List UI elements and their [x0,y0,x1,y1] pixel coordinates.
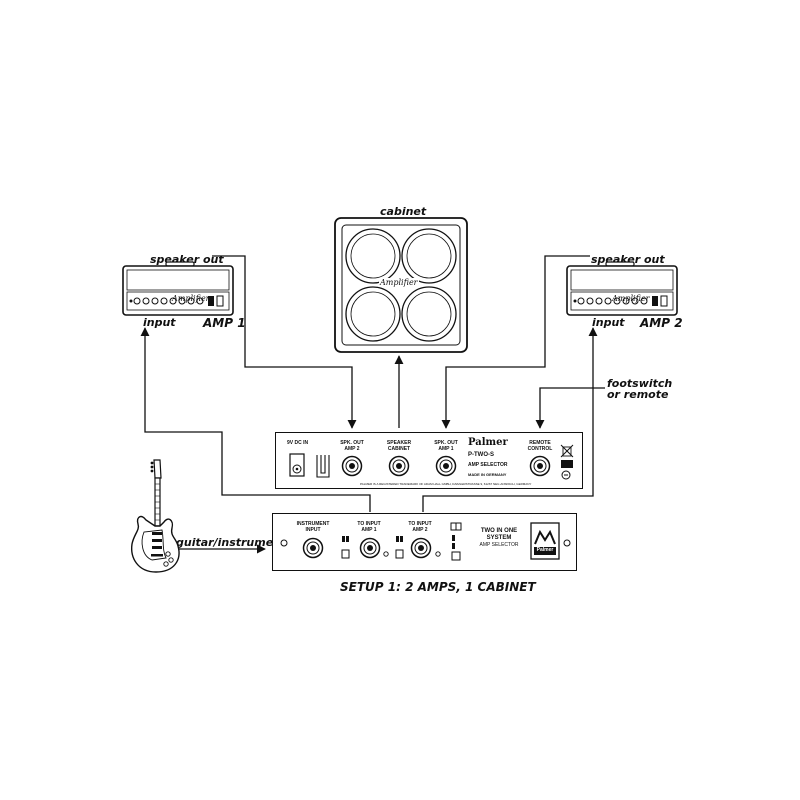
amp1-label: AMP 1 [203,316,246,330]
amp1-brand-script: Amplifier [172,294,210,303]
remote-control-jack[interactable] [529,455,551,477]
rear-subtitle: AMP SELECTOR [468,462,508,468]
spk-out-amp2-label-l2: AMP 2 [344,446,360,452]
ground-lift-switch-amp1[interactable] [341,535,351,561]
instrument-input-label-l1: INSTRUMENT [296,521,330,527]
to-input-amp2-jack[interactable] [410,537,432,559]
amp-select-switch[interactable] [449,522,463,562]
setup-caption: SETUP 1: 2 AMPS, 1 CABINET [340,580,536,594]
spk-out-amp2-jack[interactable] [341,455,363,477]
cable-clamp [316,455,330,478]
cabinet-brand-script: Amplifier [379,278,419,287]
speaker-cabinet-jack-label-l2: CABINET [387,446,411,452]
spk-out-amp1-label-l1: SPK. OUT [434,440,458,446]
spk-out-amp1-jack[interactable] [435,455,457,477]
remote-control-label-l2: CONTROL [527,446,553,452]
amp2-brand-script: Amplifier [612,294,650,303]
cabinet-label: cabinet [380,205,427,218]
spk-out-amp1-label-l2: AMP 1 [438,446,454,452]
rear-footer: PALMER IS A REGISTERED TRADEMARK OF ADAM… [360,482,532,486]
speaker-cabinet-jack-label-l1: SPEAKER [386,440,412,446]
footswitch-label-line2: or remote [607,388,669,401]
instrument-input-label: INSTRUMENT INPUT [293,521,333,533]
amp2-label: AMP 2 [640,316,683,330]
remote-control-label: REMOTE CONTROL [524,440,556,452]
speaker-cabinet-jack-label: SPEAKER CABINET [382,440,416,452]
weee-bin-icon [560,444,574,458]
front-title-l3: AMP SELECTOR [479,542,519,548]
rear-made-in: MADE IN GERMANY [468,472,507,477]
spk-out-amp2-label-l1: SPK. OUT [340,440,364,446]
to-input-amp2-label: TO INPUT AMP 2 [402,521,438,533]
to-input-amp1-label-l1: TO INPUT [357,521,381,527]
spk-out-amp2-label: SPK. OUT AMP 2 [337,440,367,452]
input-label-amp1: input [143,316,176,329]
rear-model: P-TWO-S [468,452,494,458]
dc-jack[interactable] [288,452,308,480]
front-title: TWO IN ONE SYSTEM AMP SELECTOR [468,528,530,549]
to-input-amp1-label-l2: AMP 1 [361,527,377,533]
to-input-amp1-label: TO INPUT AMP 1 [351,521,387,533]
ground-screw-icon [561,470,571,480]
palmer-logo-icon [530,522,560,560]
ce-mark-icon [561,460,573,468]
cable-footswitch [535,387,605,429]
front-title-l1: TWO IN ONE [480,528,518,534]
speaker-cabinet-jack[interactable] [388,455,410,477]
guitar-label: guitar/instrument [176,536,287,549]
dc-in-label: 9V DC IN [287,440,309,446]
remote-control-label-l1: REMOTE [529,440,551,446]
amp-head-1 [122,261,234,316]
to-input-amp1-jack[interactable] [359,537,381,559]
spk-out-amp1-label: SPK. OUT AMP 1 [431,440,461,452]
ground-lift-switch-amp2[interactable] [395,535,405,561]
rear-brand: Palmer [468,437,508,448]
footswitch-label-line1: footswitch [607,377,673,390]
front-mount-hole-left [280,539,288,547]
input-label-amp2: input [592,316,625,329]
amp2-led [435,551,441,557]
front-mount-hole-right [563,539,571,547]
instrument-input-jack[interactable] [302,537,324,559]
to-input-amp2-label-l1: TO INPUT [408,521,432,527]
footswitch-label: footswitch or remote [607,378,672,400]
instrument-input-label-l2: INPUT [305,527,321,533]
amp-head-2 [566,261,678,316]
palmer-logo-text: Palmer [536,547,554,553]
to-input-amp2-label-l2: AMP 2 [412,527,428,533]
front-title-l2: SYSTEM [486,535,512,541]
electric-guitar-icon [131,459,180,573]
amp1-led [383,551,389,557]
